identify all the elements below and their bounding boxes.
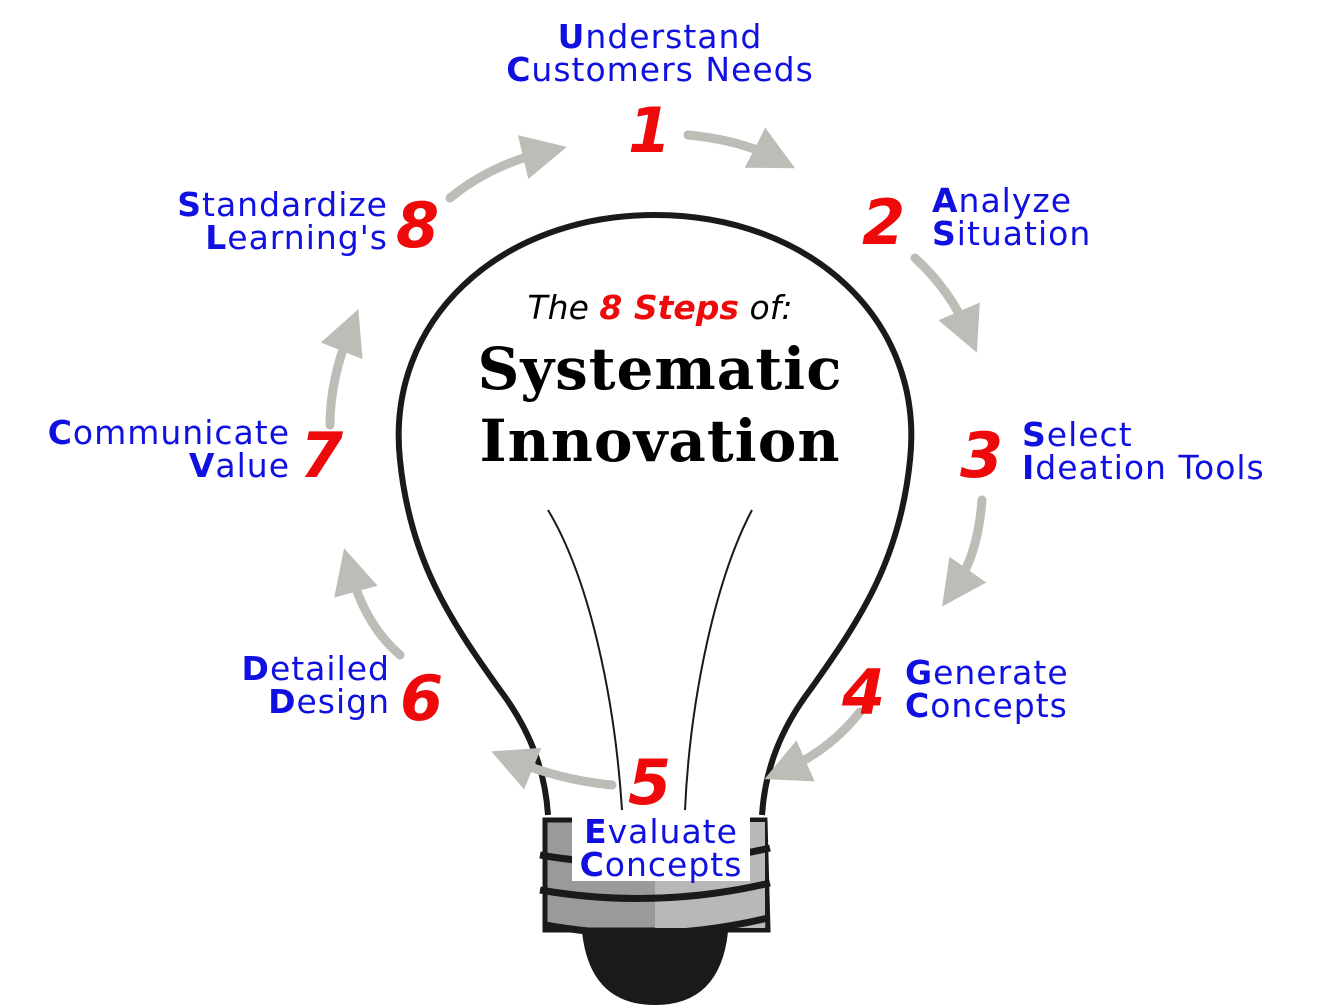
step-8-label: Standardize Learning's: [100, 188, 388, 254]
step-initial: C: [579, 845, 605, 884]
step-initial: D: [241, 649, 270, 688]
step-label-line: Analyze: [932, 184, 1091, 217]
arrow-2-to-3: [910, 253, 980, 353]
step-initial: V: [188, 446, 216, 485]
step-label-line: Value: [10, 449, 290, 482]
step-initial: S: [1022, 415, 1047, 454]
arrow-1-to-2: [683, 127, 796, 169]
step-6-number: 6: [400, 662, 444, 735]
step-text: deation Tools: [1035, 448, 1265, 487]
step-initial: C: [905, 686, 931, 725]
arrow-4-to-5: [764, 707, 865, 782]
step-label-line: Communicate: [10, 416, 290, 449]
step-text: earning's: [227, 218, 388, 257]
step-initial: U: [557, 17, 586, 56]
step-1-number: 1: [628, 94, 672, 167]
step-initial: C: [506, 50, 532, 89]
filament-left: [547, 509, 623, 811]
step-text: oncepts: [604, 845, 743, 884]
step-initial: I: [1022, 448, 1036, 487]
step-label-line: Understand: [490, 20, 830, 53]
step-initial: G: [905, 653, 934, 692]
step-initial: S: [177, 185, 203, 224]
step-6-label: Detailed Design: [180, 652, 390, 718]
heading-suffix: of:: [749, 288, 793, 327]
arrow-3-to-4: [942, 495, 987, 607]
step-3-label: Select Ideation Tools: [1022, 418, 1265, 484]
step-2-label: Analyze Situation: [932, 184, 1091, 250]
step-1-label: Understand Customers Needs: [490, 20, 830, 86]
step-label-line: Situation: [932, 217, 1091, 250]
heading-title-line1: Systematic: [477, 335, 843, 403]
step-4-label: Generate Concepts: [905, 656, 1069, 722]
step-7-label: Communicate Value: [10, 416, 290, 482]
step-initial: S: [932, 214, 957, 253]
step-3-number: 3: [960, 419, 1004, 492]
step-text: ustomers Needs: [531, 50, 814, 89]
diagram-heading: The 8 Steps of: Systematic Innovation: [450, 288, 870, 477]
step-text: elect: [1046, 415, 1133, 454]
step-label-line: Generate: [905, 656, 1069, 689]
step-text: esign: [296, 682, 390, 721]
heading-title-line2: Innovation: [479, 407, 841, 475]
step-text: valuate: [607, 812, 738, 851]
step-label-line: Concepts: [576, 848, 746, 881]
step-text: etailed: [269, 649, 390, 688]
arrow-5-to-6: [491, 747, 617, 790]
filament-right: [684, 509, 753, 811]
step-label-line: Standardize: [100, 188, 388, 221]
heading-prefix: The: [527, 288, 589, 327]
step-label-line: Design: [180, 685, 390, 718]
step-label-line: Customers Needs: [490, 53, 830, 86]
arrow-6-to-7: [334, 548, 405, 660]
step-text: alue: [215, 446, 290, 485]
step-label-line: Detailed: [180, 652, 390, 685]
step-label-line: Evaluate: [576, 815, 746, 848]
bulb-glass-outline: [395, 211, 915, 816]
step-text: ituation: [956, 214, 1092, 253]
step-text: nderstand: [585, 17, 763, 56]
arrow-8-to-1: [445, 135, 567, 203]
step-5-number: 5: [628, 746, 672, 819]
step-text: enerate: [933, 653, 1069, 692]
step-4-number: 4: [842, 656, 886, 729]
step-text: nalyze: [958, 181, 1073, 220]
step-2-number: 2: [862, 186, 906, 259]
step-label-line: Ideation Tools: [1022, 451, 1265, 484]
step-8-number: 8: [396, 189, 440, 262]
cycle-arrows: [320, 127, 987, 790]
step-5-label: Evaluate Concepts: [572, 815, 750, 881]
step-initial: L: [205, 218, 228, 257]
step-label-line: Select: [1022, 418, 1265, 451]
step-text: ommunicate: [72, 413, 290, 452]
heading-subtitle: The 8 Steps of:: [450, 288, 870, 327]
step-initial: E: [584, 812, 608, 851]
arrow-7-to-8: [320, 309, 363, 430]
heading-highlight: 8 Steps: [599, 288, 740, 327]
step-initial: A: [932, 181, 959, 220]
step-text: oncepts: [930, 686, 1068, 725]
step-text: tandardize: [202, 185, 388, 224]
step-label-line: Concepts: [905, 689, 1069, 722]
step-initial: C: [47, 413, 73, 452]
step-initial: D: [268, 682, 297, 721]
step-label-line: Learning's: [100, 221, 388, 254]
step-7-number: 7: [300, 419, 344, 492]
